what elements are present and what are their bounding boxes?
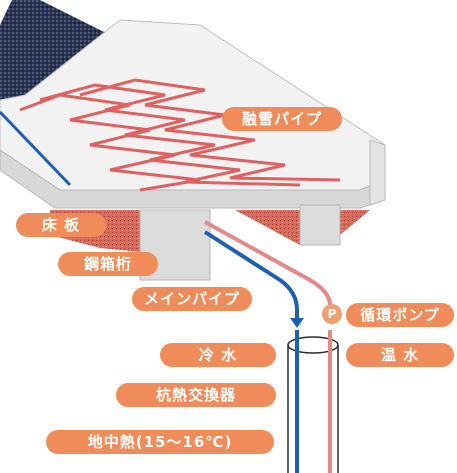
snow-melting-coil [19,78,341,192]
label-snow-melting-pipe: 融雪パイプ [222,107,342,131]
parapet [369,139,386,206]
pump-marker: P [322,304,342,324]
cold-pipe-on-slab [0,110,72,187]
label-geothermal: 地中熱(15～16℃) [46,430,274,454]
box-girder-right [299,204,341,246]
cold-main-pipe [203,230,299,320]
label-floor-slab: 床 板 [16,213,106,237]
label-steel-box-girder: 鋼箱桁 [58,252,158,276]
label-cold-water: 冷 水 [160,343,276,367]
label-main-pipe: メインパイプ [132,287,252,311]
cold-pipe-arrow [290,318,304,328]
label-pile-heat-exchanger: 杭熱交換器 [116,383,276,407]
label-warm-water: 温 水 [346,343,454,367]
label-circulation-pump: 循環ポンプ [346,303,454,327]
